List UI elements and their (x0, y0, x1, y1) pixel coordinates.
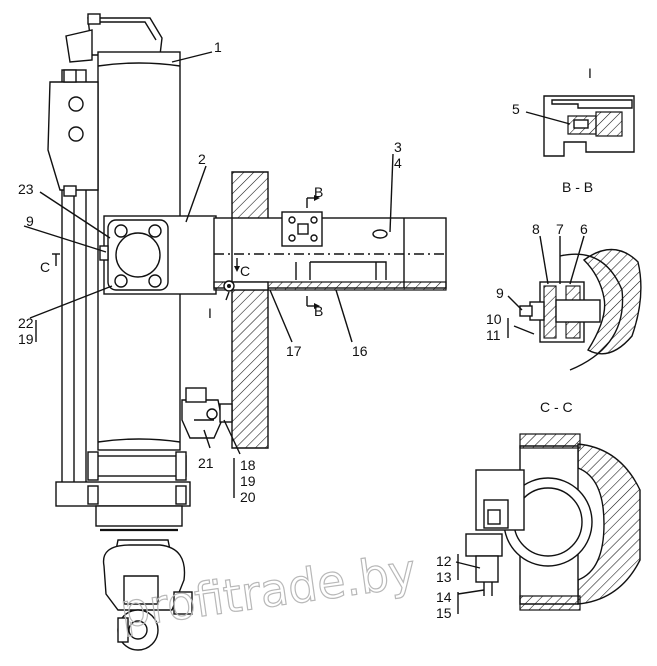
callout-18: 18 (240, 457, 256, 473)
callout-7: 7 (556, 221, 564, 237)
callout-2: 2 (198, 151, 206, 167)
support-arm (213, 217, 447, 289)
detail-I-title: I (588, 65, 592, 81)
section-CC-view (455, 433, 641, 611)
section-titles: I B - B C - C (540, 65, 593, 415)
callout-numbers: 1 2 3 4 5 6 7 8 9 9 10 11 12 13 14 15 16… (18, 39, 588, 621)
callout-9-main: 9 (26, 213, 34, 229)
callout-15: 15 (436, 605, 452, 621)
leader-lines (23, 51, 394, 455)
callout-19-bottom: 19 (240, 473, 256, 489)
callout-6: 6 (580, 221, 588, 237)
callout-brackets (35, 318, 509, 614)
callout-1: 1 (214, 39, 222, 55)
callout-12: 12 (436, 553, 452, 569)
callout-20: 20 (240, 489, 256, 505)
callout-13: 13 (436, 569, 452, 585)
callout-4: 4 (394, 155, 402, 171)
main-assembly (47, 13, 447, 651)
callout-10: 10 (486, 311, 502, 327)
callout-5: 5 (512, 101, 520, 117)
section-CC-title: C - C (540, 399, 573, 415)
wall-section (231, 171, 269, 449)
callout-23: 23 (18, 181, 34, 197)
callout-21: 21 (198, 455, 214, 471)
detail-I-view (525, 95, 635, 157)
marker-i: I (208, 305, 212, 321)
marker-c-left: C (40, 259, 50, 275)
callout-9-section: 9 (496, 285, 504, 301)
marker-b-bottom: B (314, 303, 323, 319)
marker-c-right: C (240, 263, 250, 279)
callout-11: 11 (486, 327, 501, 343)
callout-8: 8 (532, 221, 540, 237)
marker-b-top: B (314, 184, 323, 200)
section-BB-title: B - B (562, 179, 593, 195)
section-markers: B B C C I (40, 184, 323, 321)
callout-22: 22 (18, 315, 34, 331)
callout-14: 14 (436, 589, 452, 605)
callout-17: 17 (286, 343, 302, 359)
callout-16: 16 (352, 343, 368, 359)
section-BB-view (507, 235, 642, 371)
callout-3: 3 (394, 139, 402, 155)
callout-19-left: 19 (18, 331, 34, 347)
